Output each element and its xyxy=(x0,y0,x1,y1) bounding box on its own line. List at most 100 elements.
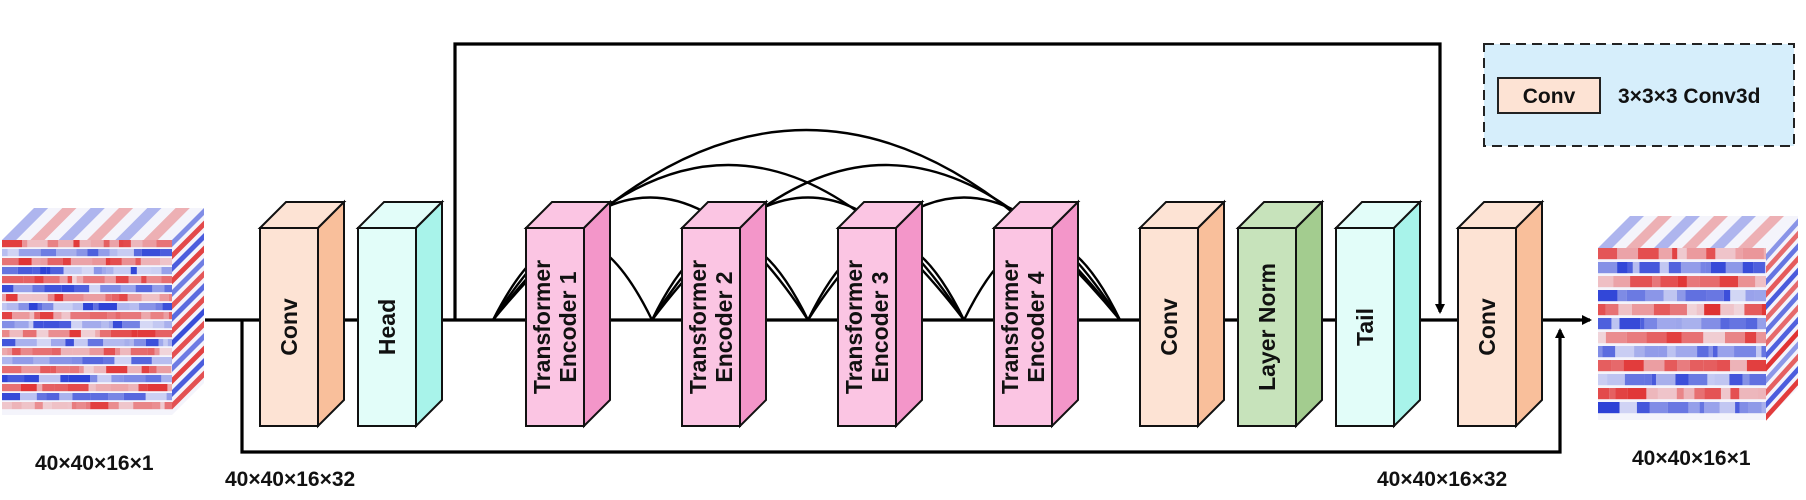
block-label: Head xyxy=(374,299,400,355)
block-conv-3: Conv xyxy=(1455,199,1545,429)
seismic-texture-cell xyxy=(119,294,128,302)
block-label-line: Tail xyxy=(1352,308,1378,346)
block-label-line: Conv xyxy=(1156,298,1182,356)
seismic-texture-cell xyxy=(89,285,101,293)
seismic-top-stripe xyxy=(58,208,105,240)
seismic-texture-cell xyxy=(98,303,117,311)
seismic-texture-cell xyxy=(131,357,152,365)
volume-top-face xyxy=(2,208,204,240)
seismic-texture-cell xyxy=(147,384,168,392)
seismic-top-stripe xyxy=(143,208,190,240)
seismic-texture-cell xyxy=(156,366,171,374)
seismic-texture-cell xyxy=(81,267,94,275)
seismic-texture-cell xyxy=(1763,248,1766,260)
block-tail: Tail xyxy=(1333,199,1423,429)
seismic-texture-cell xyxy=(95,384,111,392)
seismic-texture-cell xyxy=(1598,290,1618,302)
seismic-texture-cell xyxy=(167,384,172,392)
block-front-face xyxy=(1139,227,1199,427)
seismic-side-stripe xyxy=(1766,218,1798,261)
seismic-texture-cell xyxy=(7,249,19,257)
seismic-texture-cell xyxy=(36,339,51,347)
seismic-texture-cell xyxy=(1626,332,1647,344)
seismic-texture-cell xyxy=(54,384,68,392)
seismic-texture-cell xyxy=(31,258,41,266)
seismic-texture-cell xyxy=(28,303,38,311)
seismic-texture-cell xyxy=(12,357,34,365)
seismic-side-stripe xyxy=(172,258,204,297)
seismic-texture-cell xyxy=(28,321,34,329)
seismic-texture-cell xyxy=(1761,304,1766,316)
seismic-texture-cell xyxy=(1697,346,1709,358)
seismic-texture-cell xyxy=(137,330,156,338)
seismic-texture-cell xyxy=(1598,346,1603,358)
top-skip-connection xyxy=(453,42,1445,320)
block-label-line: Encoder 2 xyxy=(711,271,737,382)
seismic-texture-cell xyxy=(1710,262,1726,274)
seismic-texture-cell xyxy=(128,384,139,392)
seismic-texture-cell xyxy=(131,330,138,338)
seismic-top-stripe xyxy=(87,208,134,240)
seismic-texture-cell xyxy=(23,276,35,284)
block-label-line: Transformer xyxy=(529,260,555,394)
seismic-texture-cell xyxy=(1745,332,1757,344)
seismic-texture-cell xyxy=(72,348,90,356)
input-dimension-label: 40×40×16×1 xyxy=(35,452,154,475)
seismic-top-stripe xyxy=(1654,216,1700,248)
block-label-line: Head xyxy=(374,299,400,355)
seismic-texture-cell xyxy=(167,339,172,347)
seismic-texture-cell xyxy=(1619,402,1637,414)
seismic-texture-cell xyxy=(13,285,33,293)
seismic-texture-cell xyxy=(1712,346,1718,358)
seismic-texture-cell xyxy=(52,402,68,410)
block-label: TransformerEncoder 2 xyxy=(685,260,737,394)
seismic-texture-cell xyxy=(29,312,35,320)
seismic-texture-cell xyxy=(1632,262,1640,274)
seismic-texture-cell xyxy=(36,384,43,392)
block-side-face xyxy=(1051,199,1079,429)
seismic-texture-cell xyxy=(1623,360,1644,372)
seismic-side-stripe xyxy=(1766,341,1798,384)
seismic-texture-cell xyxy=(1639,262,1660,274)
seismic-texture-cell xyxy=(76,402,86,410)
seismic-texture-cell xyxy=(47,258,63,266)
seismic-texture-cell xyxy=(50,267,64,275)
seismic-texture-cell xyxy=(160,402,165,410)
seismic-texture-cell xyxy=(74,285,90,293)
seismic-texture-cell xyxy=(164,285,172,293)
seismic-texture-cell xyxy=(130,348,148,356)
seismic-side-stripe xyxy=(172,358,204,397)
block-label-line: Encoder 3 xyxy=(867,271,893,382)
seismic-top-stripe xyxy=(1710,216,1756,248)
seismic-texture-cell xyxy=(1707,374,1715,386)
block-front-face xyxy=(837,227,897,427)
seismic-texture-cell xyxy=(135,258,141,266)
seismic-texture-cell xyxy=(1715,248,1736,260)
seismic-texture-cell xyxy=(6,303,19,311)
seismic-texture-cell xyxy=(90,375,98,383)
seismic-texture-cell xyxy=(2,312,12,320)
seismic-texture-cell xyxy=(1655,374,1676,386)
seismic-texture-cell xyxy=(54,294,64,302)
seismic-texture-cell xyxy=(89,312,108,320)
block-side-face xyxy=(415,199,443,429)
seismic-texture-cell xyxy=(1657,318,1676,330)
seismic-texture-cell xyxy=(141,294,160,302)
seismic-texture-cell xyxy=(63,267,82,275)
seismic-texture-cell xyxy=(166,393,172,401)
seismic-texture-cell xyxy=(103,339,125,347)
block-side-face xyxy=(1393,199,1421,429)
seismic-texture-cell xyxy=(1630,276,1653,288)
block-conv-1: Conv xyxy=(257,199,347,429)
seismic-texture-cell xyxy=(123,375,146,383)
seismic-texture-cell xyxy=(1644,374,1652,386)
seismic-texture-cell xyxy=(1714,374,1730,386)
seismic-texture-cell xyxy=(1598,262,1618,274)
seismic-texture-cell xyxy=(68,375,91,383)
seismic-texture-cell xyxy=(1598,402,1620,414)
seismic-texture-cell xyxy=(1746,360,1766,372)
seismic-texture-cell xyxy=(37,303,43,311)
seismic-texture-cell xyxy=(1717,360,1731,372)
seismic-texture-cell xyxy=(164,402,172,410)
seismic-texture-cell xyxy=(22,330,37,338)
